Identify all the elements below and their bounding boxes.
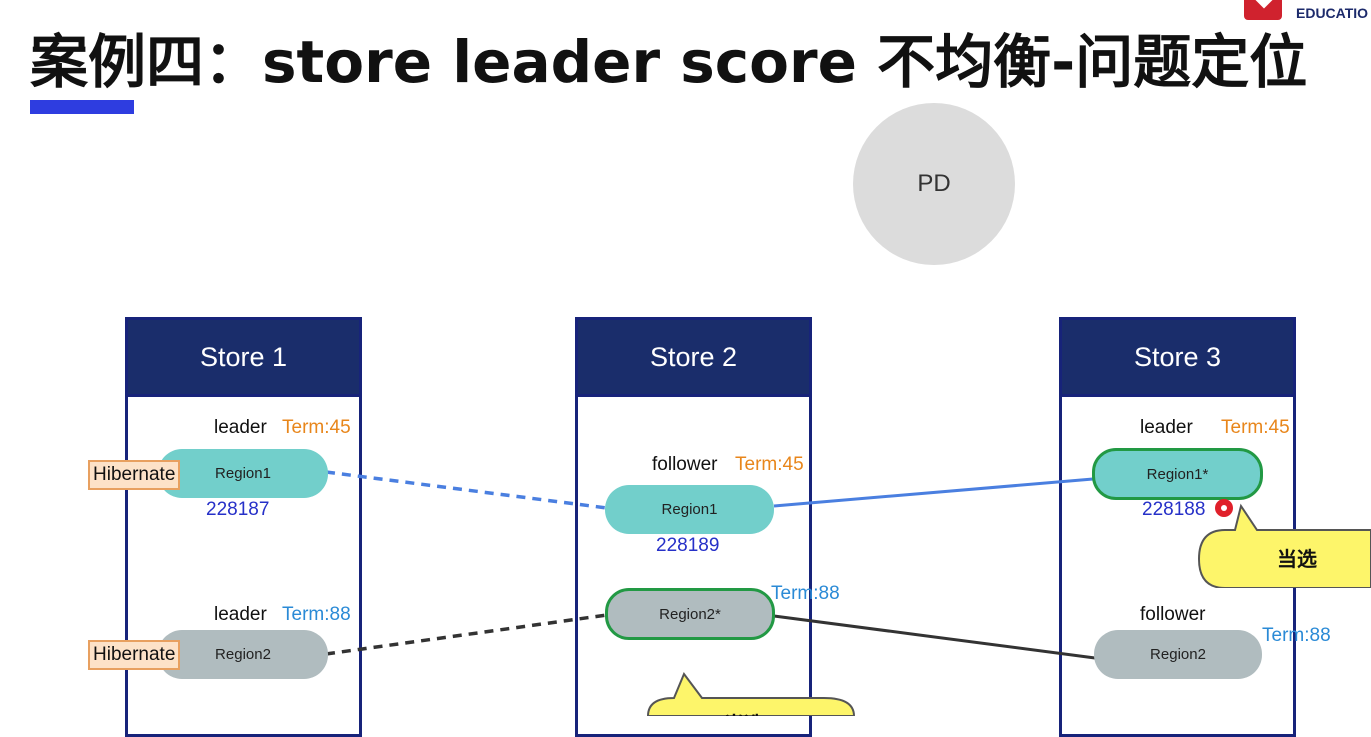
store3-region2-term: Term:88	[1262, 625, 1331, 646]
callout-partial-text-clip: 当选	[644, 698, 858, 716]
logo-text: EDUCATIO	[1296, 5, 1369, 21]
store-1-header: Store 1	[128, 320, 359, 397]
store3-region1-term: Term:45	[1221, 417, 1290, 438]
connection-lines	[325, 470, 1096, 660]
store3-region1-role: leader	[1140, 417, 1193, 438]
store3-region1-index: 228188	[1142, 499, 1206, 520]
page-title: 案例四：store leader score 不均衡-问题定位	[30, 28, 1308, 96]
title-underline	[30, 100, 134, 114]
store1-region1: Region1	[158, 449, 328, 498]
store2-region1-role: follower	[652, 454, 718, 475]
store2-region1: Region1	[605, 485, 774, 534]
region1-link-store1-store2	[325, 470, 608, 510]
pd-node: PD	[853, 103, 1015, 265]
store1-region2: Region2	[158, 630, 328, 679]
callout-elected-text: 当选	[1277, 547, 1317, 571]
logo-icon	[1244, 0, 1282, 20]
store1-region2-role: leader	[214, 604, 267, 625]
callout-bubble-store3	[1197, 503, 1371, 588]
region2-link-store2-store3	[773, 614, 1096, 660]
store-2-header: Store 2	[578, 320, 809, 397]
store1-region2-hibernate-tag: Hibernate	[88, 640, 181, 670]
region1-link-store2-store3	[773, 477, 1094, 508]
store1-region2-term: Term:88	[282, 604, 351, 625]
store2-region1-term: Term:45	[735, 454, 804, 475]
store1-region1-index: 228187	[206, 499, 270, 520]
store2-region2-term: Term:88	[771, 583, 840, 604]
region2-link-store1-store2	[325, 613, 608, 656]
store2-region2-leader: Region2*	[605, 588, 775, 640]
record-dot-icon	[1215, 499, 1233, 517]
store-3-header: Store 3	[1062, 320, 1293, 397]
pd-label: PD	[917, 170, 951, 197]
store1-region1-role: leader	[214, 417, 267, 438]
store3-region1-leader: Region1*	[1092, 448, 1263, 500]
store1-region1-term: Term:45	[282, 417, 351, 438]
callout-partial-text: 当选	[724, 708, 764, 716]
store3-region2: Region2	[1094, 630, 1262, 679]
store3-region2-role: follower	[1140, 604, 1206, 625]
store2-region1-index: 228189	[656, 535, 720, 556]
store1-region1-hibernate-tag: Hibernate	[88, 460, 181, 490]
